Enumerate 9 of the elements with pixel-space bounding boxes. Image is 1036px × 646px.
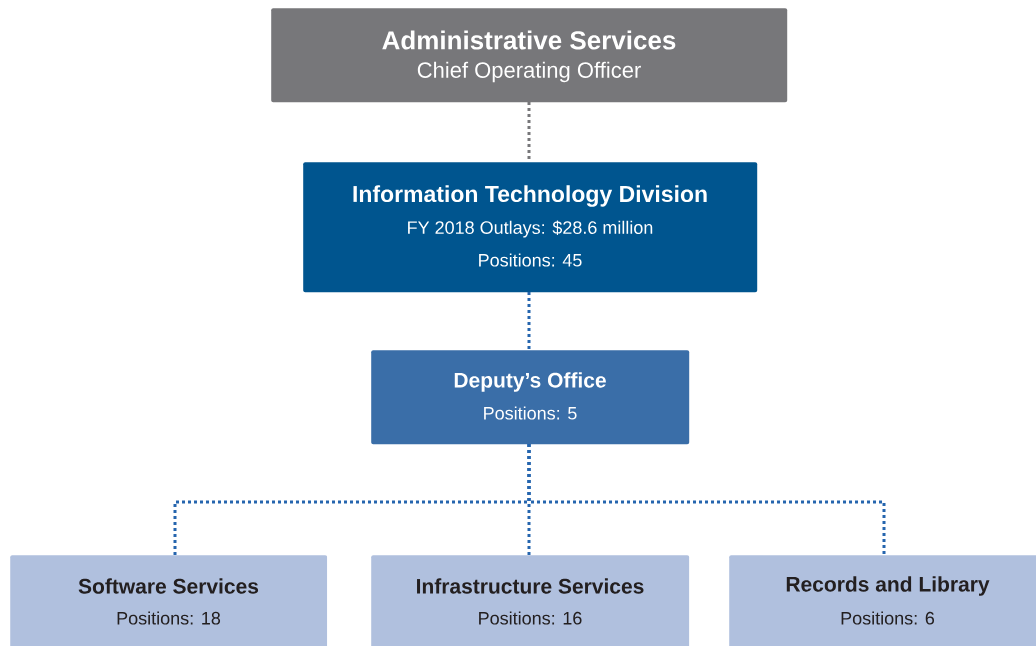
org-box: Software Services Positions: 18 [10,555,328,646]
org-box: Information Technology Division FY 2018 Outlays: $28.6 million Positions: 45 [303,162,758,293]
org-box: Infrastructure Services Positions: 16 [371,555,690,646]
connector-line [527,444,886,555]
org-box: Administrative Services Chief Operating Officer [271,8,788,103]
org-box: Deputy’s Office Positions: 5 [371,350,690,445]
connector-line [527,292,531,350]
org-box: Records and Library Positions: 6 [729,555,1036,646]
connector-line [527,102,531,162]
